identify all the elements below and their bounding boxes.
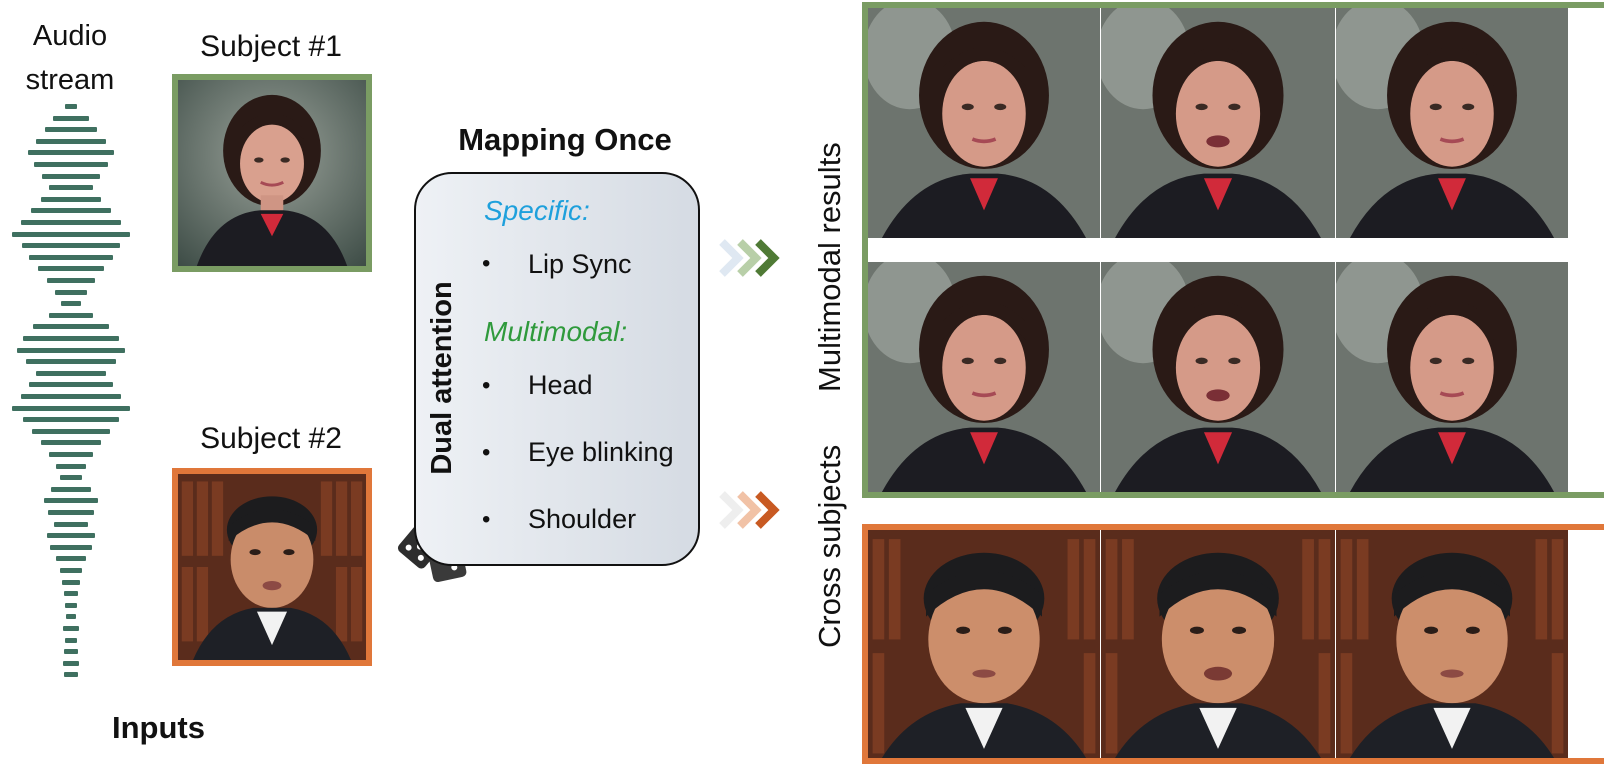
waveform-bar (48, 510, 94, 515)
waveform-bar (23, 417, 119, 423)
waveform-bar (49, 312, 93, 318)
waveform-bar (17, 347, 125, 353)
cross-subject-result-frame (1336, 530, 1568, 758)
waveform-bar (41, 440, 101, 446)
waveform-bar (12, 231, 130, 237)
waveform-bar (45, 127, 97, 133)
cross-subject-result-frame (868, 530, 1100, 758)
audio-waveform (10, 104, 132, 694)
item-head: Head (528, 370, 593, 400)
bullet-head: • (482, 372, 491, 399)
item-lip-sync: Lip Sync (528, 249, 632, 279)
waveform-bar (41, 196, 101, 202)
item-shoulder: Shoulder (528, 504, 637, 534)
multimodal-label: Multimodal: (484, 316, 628, 347)
waveform-bar (50, 544, 92, 550)
waveform-bar (65, 602, 77, 608)
waveform-bar (64, 672, 78, 678)
waveform-bar (32, 428, 110, 434)
waveform-bar (62, 579, 80, 585)
waveform-bar (12, 405, 130, 411)
waveform-bar (42, 173, 100, 179)
waveform-bar (21, 394, 121, 399)
multimodal-result-frame-row2 (1336, 262, 1568, 492)
multimodal-result-frame-row1 (868, 8, 1100, 238)
waveform-bar (49, 185, 93, 191)
waveform-bar (66, 614, 76, 620)
multimodal-result-frame-row1 (1336, 8, 1568, 238)
waveform-bar (56, 556, 86, 562)
subject-2-label: Subject #2 (200, 422, 342, 455)
row-separator (868, 238, 1598, 262)
waveform-bar (55, 289, 87, 295)
multimodal-result-frame-row2 (868, 262, 1100, 492)
green-chevron-arrows-icon (718, 238, 784, 278)
subject-1-photo (178, 80, 366, 266)
waveform-bar (29, 254, 113, 260)
waveform-bar (61, 301, 81, 307)
waveform-bar (65, 104, 77, 109)
item-eye-blinking: Eye blinking (528, 437, 674, 467)
waveform-bar (29, 382, 113, 388)
multimodal-result-frame-row1 (1101, 8, 1335, 238)
specific-label: Specific: (484, 195, 590, 226)
audio-stream-title: Audio stream (0, 14, 140, 102)
waveform-bar (36, 138, 106, 144)
subject-1-label: Subject #1 (200, 30, 342, 63)
waveform-bar (23, 336, 119, 341)
waveform-bar (21, 220, 121, 225)
waveform-bar (64, 591, 78, 597)
cross-subjects-label: Cross subjects (812, 444, 847, 648)
waveform-bar (44, 498, 98, 504)
waveform-bar (38, 266, 104, 272)
waveform-bar (31, 208, 111, 214)
audio-title-line1: Audio (32, 20, 108, 52)
bullet-eye-blinking: • (482, 439, 491, 466)
waveform-bar (34, 162, 108, 167)
waveform-bar (60, 475, 82, 481)
dual-attention-label: Dual attention (426, 281, 458, 475)
waveform-bar (64, 649, 78, 655)
subject-1-portrait (172, 74, 372, 272)
waveform-bar (65, 637, 77, 643)
mapping-box (414, 172, 700, 566)
waveform-bar (60, 568, 82, 573)
waveform-bar (51, 486, 91, 492)
multimodal-results-label: Multimodal results (812, 142, 847, 392)
subject-2-photo (178, 474, 366, 660)
audio-title-line2: stream (25, 64, 115, 96)
waveform-bar (49, 452, 93, 457)
waveform-bar (63, 660, 79, 666)
waveform-bar (36, 370, 106, 376)
inputs-label: Inputs (112, 710, 205, 745)
waveform-bar (47, 278, 95, 283)
waveform-bar (26, 359, 116, 365)
waveform-bar (47, 533, 95, 539)
subject-2-portrait (172, 468, 372, 666)
waveform-bar (33, 324, 109, 330)
mapping-once-title: Mapping Once (458, 122, 672, 157)
waveform-bar (22, 243, 120, 249)
bullet-lip-sync: • (482, 250, 491, 277)
waveform-bar (63, 626, 79, 631)
orange-chevron-arrows-icon (718, 490, 784, 530)
multimodal-result-frame-row2 (1101, 262, 1335, 492)
waveform-bar (56, 463, 86, 469)
waveform-bar (53, 115, 89, 121)
bullet-shoulder: • (482, 506, 491, 533)
cross-subject-result-frame (1101, 530, 1335, 758)
waveform-bar (54, 521, 88, 527)
waveform-bar (28, 150, 114, 156)
